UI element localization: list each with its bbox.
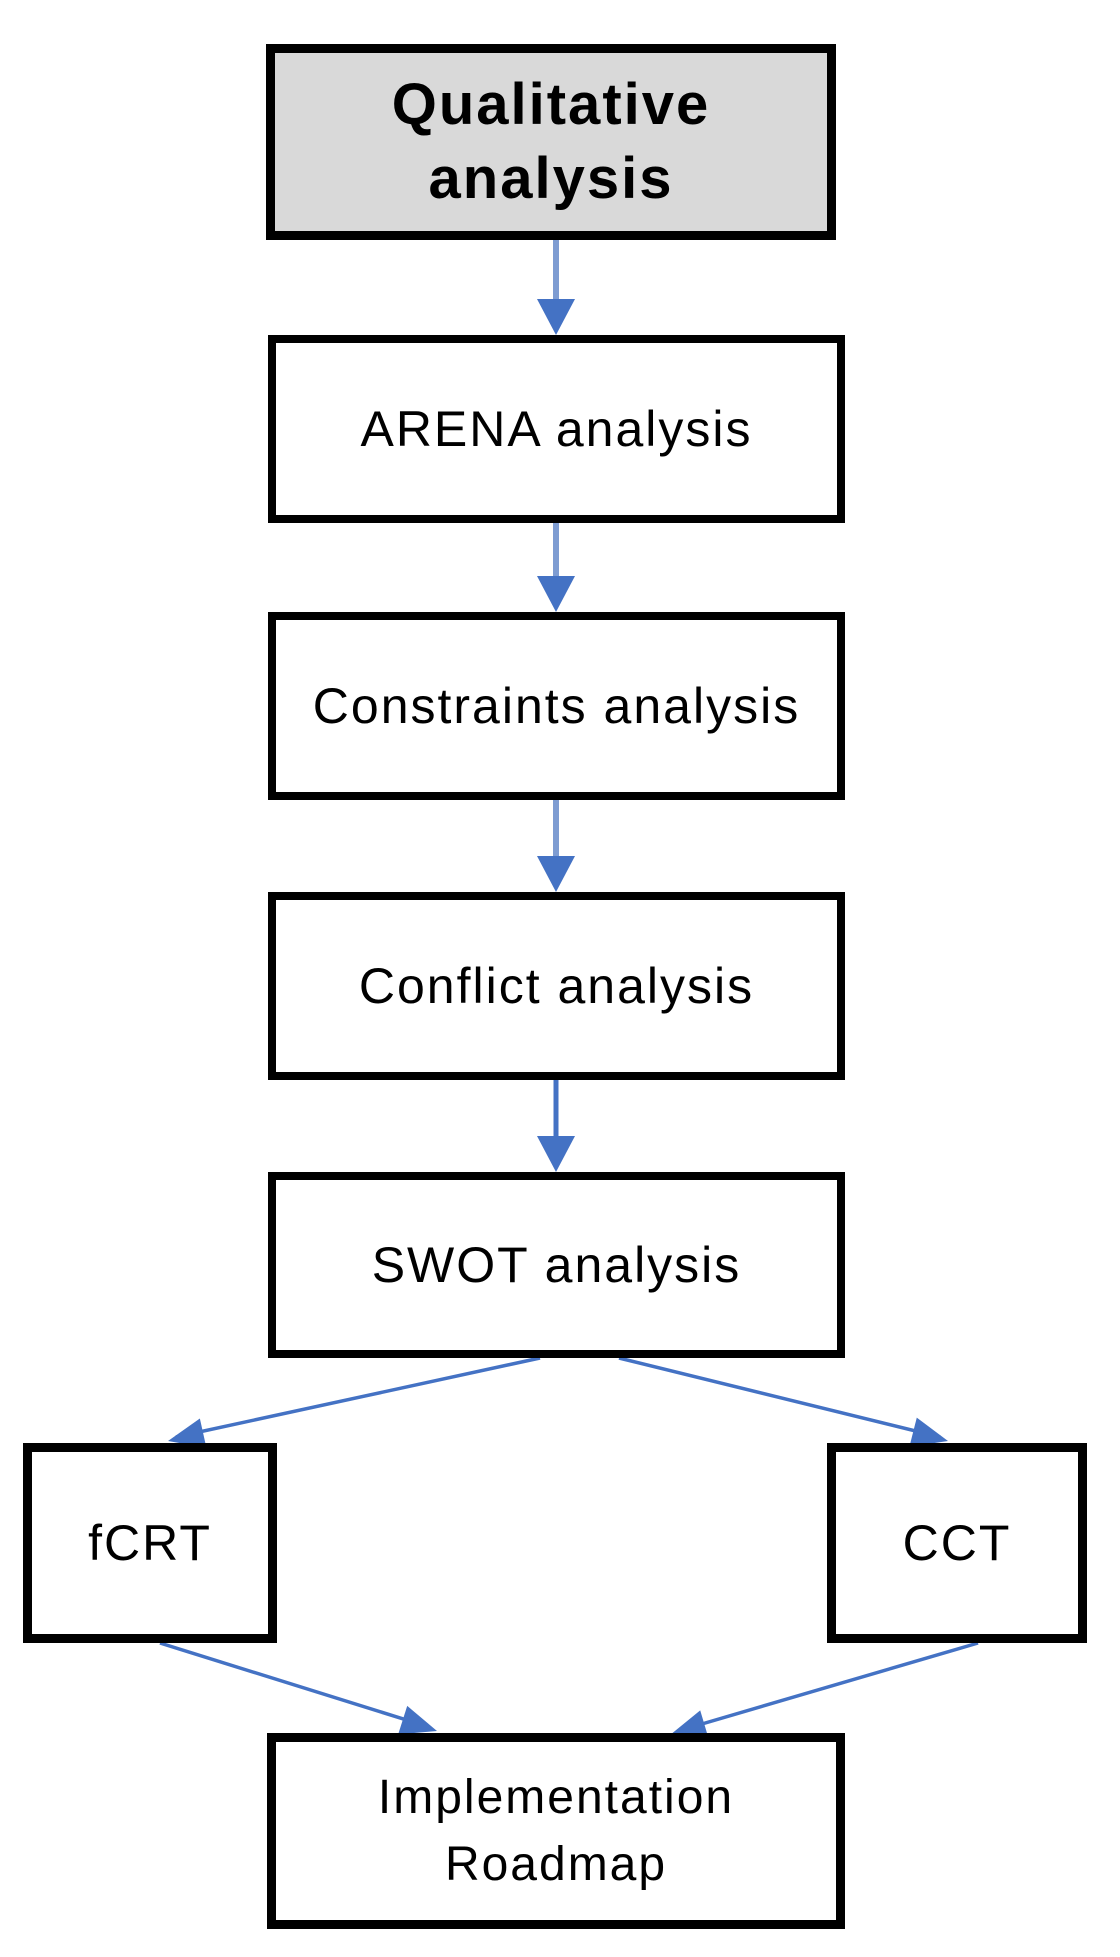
node-swot-analysis: SWOT analysis — [268, 1172, 845, 1358]
node-conflict-analysis: Conflict analysis — [268, 892, 845, 1080]
node-label: SWOT analysis — [371, 1236, 742, 1293]
node-label: ARENA analysis — [360, 400, 753, 457]
node-constraints-analysis: Constraints analysis — [268, 612, 845, 800]
node-label: Constraints analysis — [312, 677, 801, 734]
node-cct: CCT — [827, 1443, 1087, 1643]
node-implementation-roadmap: Implementation Roadmap — [267, 1733, 845, 1929]
edge-arena-constraints — [537, 523, 575, 612]
edge-swot-fcrt — [168, 1356, 541, 1448]
node-label: Roadmap — [444, 1838, 668, 1891]
node-fcrt: fCRT — [23, 1443, 277, 1643]
edge-swot-cct — [618, 1356, 948, 1447]
arrow-down-icon — [537, 576, 575, 612]
edge-fcrt-implementation — [159, 1641, 437, 1735]
arrow-down-icon — [537, 299, 575, 335]
node-arena-analysis: ARENA analysis — [268, 335, 845, 523]
node-label: Implementation — [377, 1770, 735, 1824]
node-label: fCRT — [88, 1514, 212, 1571]
edge-constraints-conflict — [537, 800, 575, 892]
node-label: Conflict analysis — [358, 957, 755, 1014]
node-label: CCT — [902, 1514, 1012, 1571]
arrow-down-icon — [537, 856, 575, 892]
node-label: Qualitative — [391, 71, 711, 137]
arrow-down-icon — [537, 1136, 575, 1172]
node-label: analysis — [428, 146, 674, 211]
edge-conflict-swot — [537, 1080, 575, 1172]
node-qualitative-analysis: Qualitative analysis — [266, 44, 836, 240]
edge-qualitative-arena — [537, 240, 575, 335]
